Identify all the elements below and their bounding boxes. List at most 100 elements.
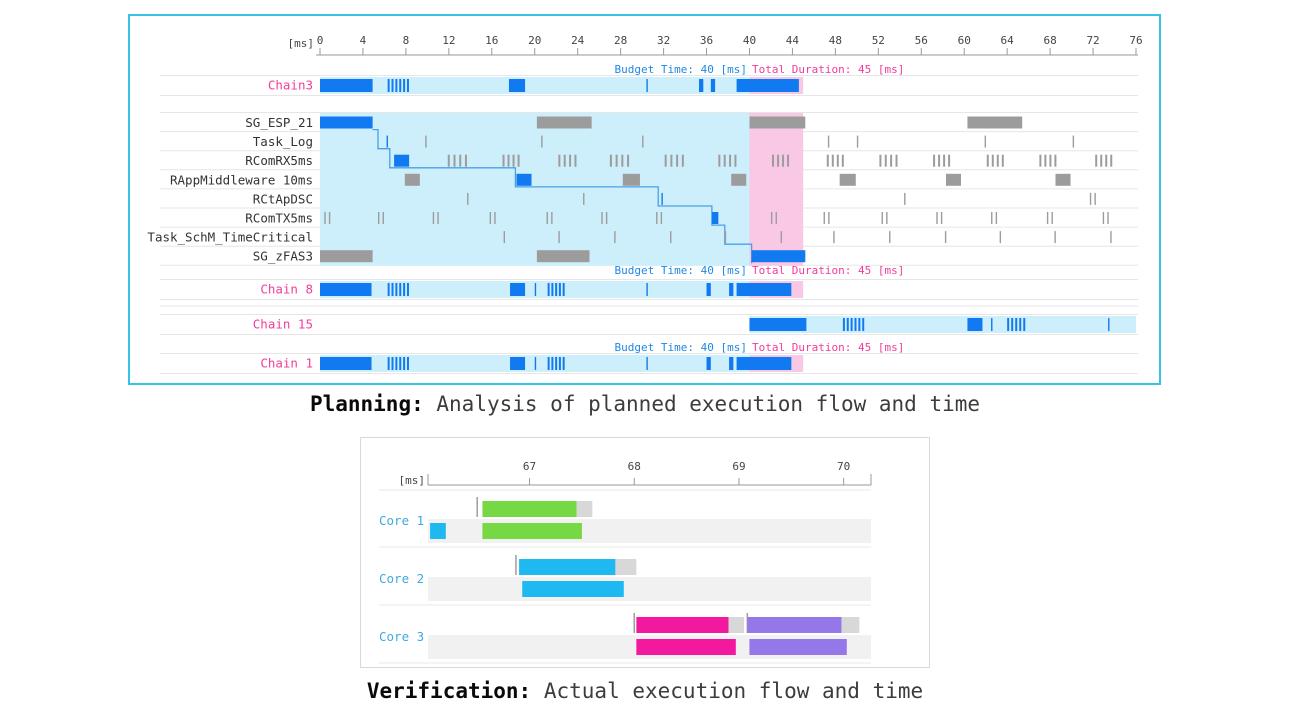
gantt-tick [944, 231, 947, 244]
gantt-bar [320, 357, 372, 370]
gantt-tick [723, 154, 726, 167]
gantt-tick [933, 154, 936, 167]
gantt-tick [555, 283, 558, 296]
gantt-bar [736, 79, 799, 92]
planning-caption-title: Planning: [309, 392, 424, 416]
budget-time-label: Budget Time: 40 [ms] [615, 341, 747, 354]
gantt-bar [729, 283, 734, 296]
gantt-tick [562, 357, 565, 370]
total-duration-label: Total Duration: 45 [ms] [752, 63, 904, 76]
axis-tick-label: 20 [528, 34, 541, 47]
axis-tick-label: 16 [485, 34, 498, 47]
gantt-tick [831, 154, 834, 167]
gantt-tick [609, 154, 612, 167]
gantt-tick [558, 231, 560, 244]
total-duration-label: Total Duration: 45 [ms] [752, 341, 904, 354]
actual-exec-bar [749, 639, 847, 655]
gantt-tick [770, 212, 773, 224]
gantt-tick [459, 154, 462, 167]
gantt-tick [627, 154, 630, 167]
gantt-tick [453, 154, 456, 167]
gantt-tick [391, 79, 394, 92]
gantt-bar [967, 318, 983, 331]
gantt-tick [324, 212, 326, 224]
axis-tick-label: 4 [360, 34, 367, 47]
gantt-tick [1107, 212, 1109, 224]
gantt-tick [646, 79, 648, 92]
gantt-bar [706, 357, 711, 370]
gantt-tick [467, 192, 469, 205]
gantt-tick [996, 154, 999, 167]
gantt-tick [1110, 231, 1112, 244]
gantt-tick [879, 154, 882, 167]
gantt-bar [731, 173, 747, 186]
gantt-tick [1044, 154, 1047, 167]
gantt-tick [1054, 231, 1056, 244]
gantt-tick [558, 283, 561, 296]
planned-exec-bar [482, 501, 577, 517]
gantt-tick [502, 154, 505, 167]
task-row-label: RAppMiddleware 10ms [170, 172, 313, 187]
gantt-tick [1051, 212, 1053, 224]
gantt-tick [646, 283, 648, 296]
gantt-tick [841, 154, 844, 167]
gantt-tick [391, 283, 394, 296]
gantt-tick [904, 192, 906, 205]
gantt-tick [777, 154, 780, 167]
axis-tick-label: 44 [786, 34, 800, 47]
gantt-tick [775, 212, 777, 224]
axis-tick-label: 8 [403, 34, 410, 47]
gantt-tick [377, 212, 380, 224]
gantt-tick [403, 357, 406, 370]
gantt-tick [884, 154, 887, 167]
gantt-bar [404, 173, 420, 186]
gantt-tick [787, 154, 790, 167]
task-band [320, 113, 750, 266]
gantt-tick [1039, 154, 1042, 167]
gantt-tick [1046, 212, 1049, 224]
gantt-tick [395, 79, 398, 92]
core-track [428, 577, 871, 601]
chain-label: Chain 15 [253, 317, 313, 332]
gantt-tick [938, 154, 941, 167]
gantt-tick [889, 231, 891, 244]
gantt-bar [749, 318, 807, 331]
gantt-tick [826, 154, 829, 167]
axis-tick-label: 69 [732, 460, 745, 473]
planned-exec-bar [728, 617, 745, 633]
gantt-tick [562, 283, 565, 296]
gantt-tick [406, 79, 409, 92]
gantt-tick [724, 231, 727, 244]
gantt-tick [890, 154, 893, 167]
verification-caption-text: Actual execution flow and time [531, 679, 924, 703]
gantt-bar [699, 79, 704, 92]
gantt-tick [395, 283, 398, 296]
gantt-tick [551, 212, 553, 224]
gantt-bar [536, 250, 590, 263]
gantt-tick [1100, 154, 1103, 167]
gantt-tick [828, 212, 830, 224]
gantt-tick [1011, 318, 1014, 331]
gantt-tick [1110, 154, 1113, 167]
gantt-tick [507, 154, 510, 167]
gantt-bar [320, 283, 372, 296]
gantt-bar [710, 79, 716, 92]
actual-exec-bar [522, 581, 624, 597]
actual-exec-bar [636, 639, 736, 655]
budget-overrun-band [749, 113, 804, 266]
gantt-tick [670, 231, 672, 244]
gantt-tick [854, 318, 857, 331]
gantt-tick [403, 283, 406, 296]
gantt-bar [751, 250, 806, 263]
gantt-tick [387, 79, 390, 92]
gantt-tick [986, 154, 989, 167]
gantt-tick [1049, 154, 1052, 167]
gantt-tick [1105, 154, 1108, 167]
gantt-tick [948, 154, 951, 167]
chain-label: Chain3 [268, 78, 313, 93]
gantt-tick [833, 231, 835, 244]
gantt-tick [729, 154, 732, 167]
gantt-bar [536, 116, 592, 129]
